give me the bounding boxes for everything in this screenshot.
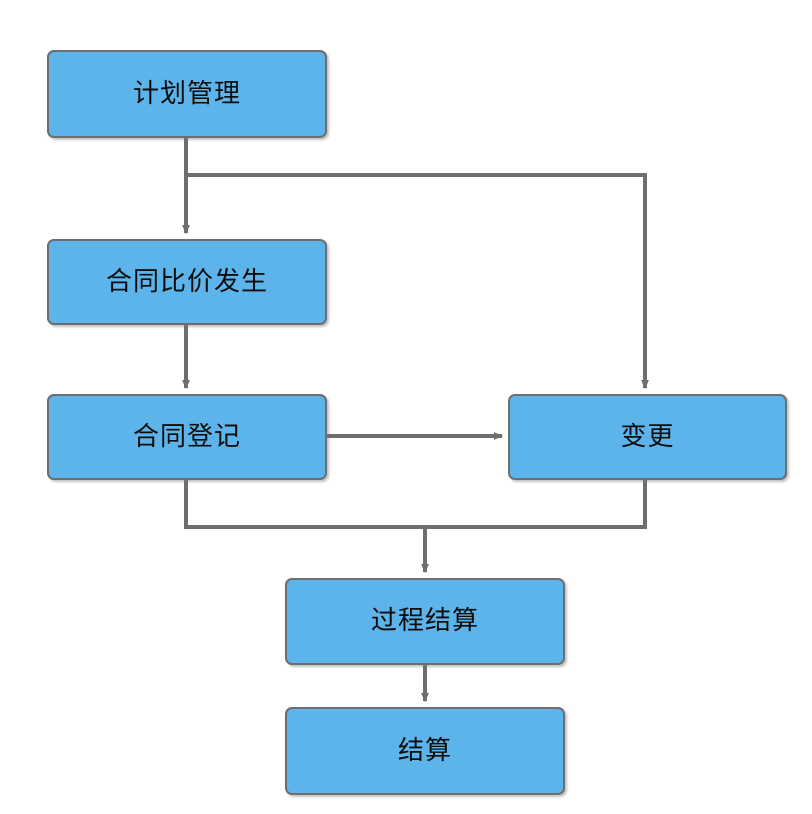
node-contract-registration[interactable]: 合同登记	[47, 394, 327, 480]
node-label: 变更	[620, 421, 675, 452]
node-settlement[interactable]: 结算	[285, 707, 565, 795]
node-label: 计划管理	[132, 78, 241, 109]
node-label: 合同比价发生	[105, 266, 268, 297]
node-label: 结算	[397, 735, 452, 766]
node-label: 过程结算	[370, 606, 479, 637]
node-progress-settlement[interactable]: 过程结算	[285, 578, 565, 665]
node-contract-price-comparison[interactable]: 合同比价发生	[47, 239, 327, 325]
node-label: 合同登记	[132, 421, 241, 452]
edge-change-to-merge	[425, 480, 647, 529]
node-change[interactable]: 变更	[508, 394, 787, 480]
node-plan-management[interactable]: 计划管理	[47, 50, 327, 138]
edge-register-to-merge	[184, 480, 425, 529]
